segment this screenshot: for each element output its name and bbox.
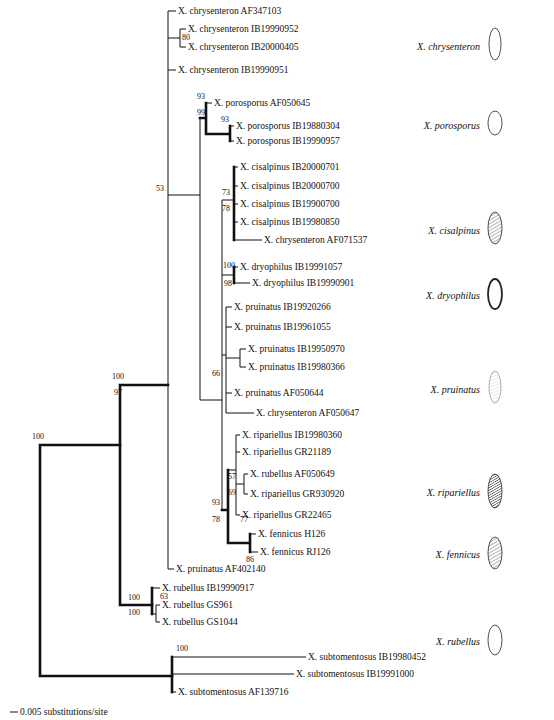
bootstrap-value: 63 [160,591,168,603]
species-label: X. dryophilus [380,290,480,302]
taxon-label: X. pruinatus IB19950970 [248,343,345,355]
species-label: X. ripariellus [380,487,480,499]
species-label: X. porosporus [380,120,480,132]
taxon-label: X. ripariellus IB19980360 [242,429,342,441]
bootstrap-value: 86 [246,554,254,566]
bootstrap-value: 93 [212,497,220,509]
taxon-label: X. porosporus AF050645 [214,97,310,109]
taxon-label: X. pruinatus AF050644 [234,387,323,399]
bootstrap-value: 100 [176,643,188,655]
bootstrap-value: 100 [32,431,44,443]
taxon-label: X. ripariellus GR22465 [242,509,331,521]
taxon-label: X. pruinatus AF402140 [176,563,265,575]
bootstrap-value: 99 [197,107,205,119]
taxon-label: X. pruinatus IB19961055 [234,321,331,333]
bootstrap-value: 80 [182,32,190,44]
bootstrap-value: 78 [212,514,220,526]
species-label: X. chrysenteron [380,41,480,53]
taxon-label: X. chrysenteron IB19990952 [188,23,299,35]
bootstrap-value: 100 [112,371,124,383]
scale-label: 0.005 substitutions/site [20,706,108,718]
taxon-label: X. rubellus IB19990917 [162,582,254,594]
species-label: X. rubellus [380,636,480,648]
taxon-label: X. dryophilus IB19991057 [240,261,342,273]
taxon-label: X. ripariellus GR930920 [250,488,344,500]
taxon-label: X. dryophilus IB19990901 [252,277,354,289]
bootstrap-value: 73 [222,187,230,199]
taxon-label: X. rubellus GS1044 [162,616,238,628]
taxon-label: X. ripariellus GR21189 [242,446,331,458]
bootstrap-value: 100 [223,260,235,272]
bootstrap-value: 66 [212,368,220,380]
species-label: X. fennicus [380,549,480,561]
bootstrap-value: 78 [222,203,230,215]
species-label: X. pruinatus [380,384,480,396]
taxon-label: X. cisalpinus IB20000700 [240,180,339,192]
taxon-label: X. rubellus GS961 [162,599,233,611]
taxon-label: X. cisalpinus IB20000701 [240,161,339,173]
taxon-label: X. rubellus AF050649 [250,468,335,480]
taxon-label: X. cisalpinus IB19980850 [240,216,339,228]
bootstrap-value: 69 [228,487,236,499]
bootstrap-value: 100 [128,592,140,604]
taxon-label: X. subtomentosus IB19991000 [296,668,414,680]
taxon-label: X. chrysenteron AF347103 [178,5,281,17]
bootstrap-value: 100 [128,607,140,619]
taxon-label: X. subtomentosus IB19980452 [308,651,426,663]
bootstrap-value: 53 [156,183,164,195]
taxon-label: X. chrysenteron IB20000405 [188,41,299,53]
bootstrap-value: 98 [224,278,232,290]
bootstrap-value: 57 [228,471,236,483]
bootstrap-value: 93 [221,114,229,126]
taxon-label: X. chrysenteron IB19990951 [178,64,289,76]
species-label: X. cisalpinus [380,225,480,237]
taxon-label: X. subtomentosus AF139716 [178,686,289,698]
taxon-label: X. pruinatus IB19980366 [248,361,345,373]
taxon-label: X. fennicus H126 [258,528,325,540]
taxon-label: X. chrysenteron AF050647 [256,407,359,419]
taxon-label: X. chrysenteron AF071537 [264,234,367,246]
bootstrap-value: 93 [197,91,205,103]
taxon-label: X. pruinatus IB19920266 [234,301,331,313]
taxon-label: X. porosporus IB19880304 [236,120,340,132]
bootstrap-value: 77 [240,514,248,526]
taxon-label: X. porosporus IB19990957 [236,135,340,147]
taxon-label: X. cisalpinus IB19900700 [240,198,339,210]
taxon-label: X. fennicus RJ126 [260,546,330,558]
bootstrap-value: 97 [114,387,122,399]
